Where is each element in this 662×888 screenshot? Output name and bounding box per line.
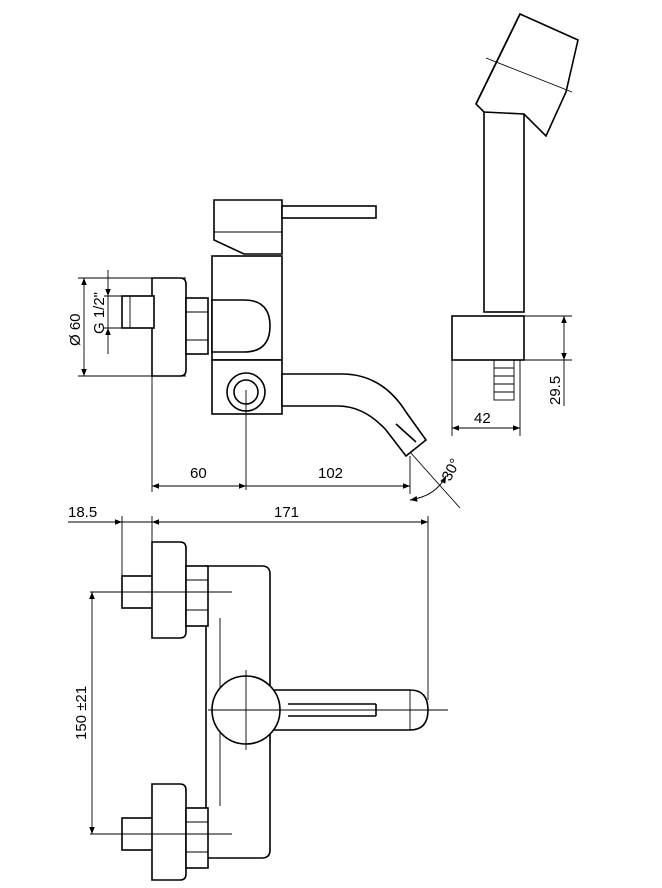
dimension-label-diameter-60: Ø 60 bbox=[67, 313, 84, 346]
dimension-label-29-5: 29.5 bbox=[547, 376, 564, 405]
dimension-label-171: 171 bbox=[274, 504, 299, 521]
dimension-60-102: 60 102 bbox=[151, 376, 411, 494]
dimension-label-102: 102 bbox=[318, 465, 343, 482]
mixer-top-view bbox=[90, 541, 448, 881]
dimension-label-thread: G 1/2" bbox=[91, 292, 108, 334]
wall-bracket bbox=[451, 315, 525, 401]
mixer-side-view bbox=[121, 199, 428, 490]
dimension-29-5: 29.5 bbox=[524, 315, 572, 406]
dimension-42: 42 bbox=[451, 360, 521, 436]
dimension-label-42: 42 bbox=[474, 410, 491, 427]
dimension-diameter-60: Ø 60 bbox=[67, 277, 186, 377]
dimension-label-150: 150 ±21 bbox=[73, 686, 90, 740]
hand-shower bbox=[475, 12, 579, 313]
dimension-150: 150 ±21 bbox=[73, 592, 95, 834]
dimension-label-30: 30° bbox=[439, 456, 465, 484]
dimension-label-18-5: 18.5 bbox=[68, 504, 97, 521]
dimension-angle-30: 30° bbox=[409, 451, 465, 509]
dimension-label-60: 60 bbox=[190, 465, 207, 482]
dimension-thread: G 1/2" bbox=[91, 270, 124, 354]
dimension-18-5-171: 18.5 171 bbox=[68, 504, 429, 700]
